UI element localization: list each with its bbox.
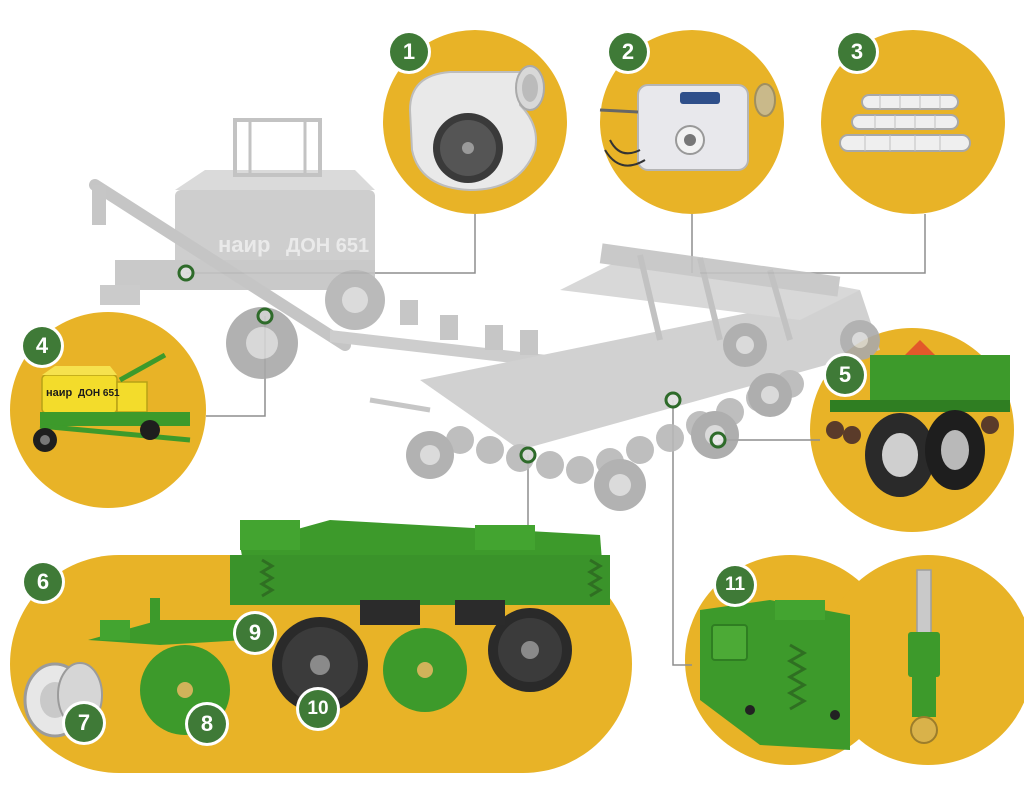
- leader-line-11: [672, 400, 692, 666]
- badge-2: 2: [609, 33, 647, 71]
- dual-wheels-icon: [826, 340, 1010, 497]
- badge-9: 9: [236, 614, 274, 652]
- badge-7: 7: [65, 704, 103, 742]
- gray-cart-brand: наир: [218, 232, 271, 257]
- badge-6: 6: [24, 563, 62, 601]
- air-cart-icon: наир ДОН 651: [33, 352, 191, 452]
- badge-10: 10: [299, 690, 337, 728]
- badge-8: 8: [188, 705, 226, 743]
- cart-model-label: ДОН 651: [78, 388, 120, 399]
- hotspots: [177, 264, 727, 464]
- badge-5: 5: [826, 356, 864, 394]
- hydraulic-cylinder-icon: [700, 569, 940, 750]
- hitch-brackets: [400, 300, 538, 355]
- badge-4: 4: [23, 327, 61, 365]
- seeding-section-icon: [23, 520, 610, 738]
- cart-brand-label: наир: [46, 387, 73, 399]
- rollers-icon: [839, 94, 971, 152]
- hotspot-frame: [664, 391, 682, 409]
- gray-cart-model: ДОН 651: [286, 235, 369, 257]
- badge-11: 11: [716, 566, 754, 604]
- cultivator-gray: [369, 243, 880, 511]
- hotspot-cart-wheel: [256, 307, 274, 325]
- badge-3: 3: [838, 33, 876, 71]
- air-cart-gray: наир ДОН 651: [89, 118, 385, 379]
- hotspot-wheel: [709, 431, 727, 449]
- badge-1: 1: [390, 33, 428, 71]
- metering-drive-icon: [599, 83, 776, 171]
- hotspot-section: [519, 446, 537, 464]
- main-machine: наир ДОН 651: [89, 118, 880, 511]
- fan-icon: [408, 65, 545, 192]
- hotspot-fan: [177, 264, 195, 282]
